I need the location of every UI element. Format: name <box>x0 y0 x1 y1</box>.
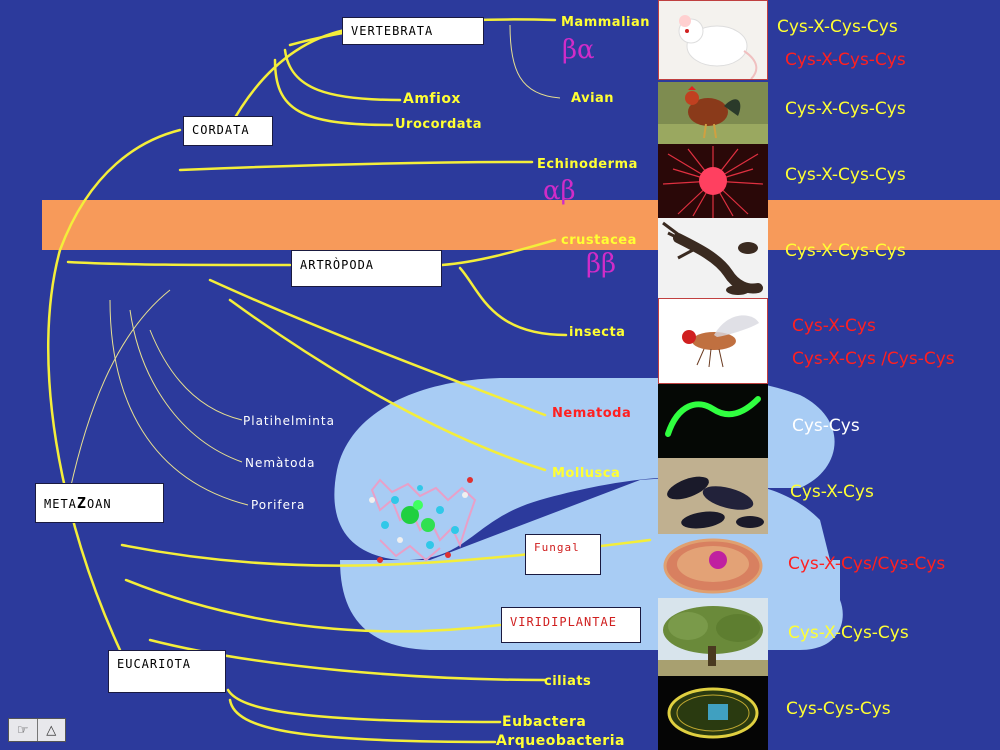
taxon-amfiox: Amfiox <box>403 91 461 107</box>
taxon-urocordata: Urocordata <box>395 117 483 132</box>
protein-molecule-image <box>369 477 477 563</box>
taxon-ciliats: ciliats <box>544 674 592 689</box>
taxon-eubactera: Eubactera <box>502 714 587 730</box>
branch-cordata <box>226 28 347 132</box>
taxon-mollusca: Mollusca <box>552 466 621 481</box>
green-nematode-photo <box>658 384 768 458</box>
motif-mollusca: Cys-X-Cys <box>790 482 874 502</box>
taxon-porifera: Porifera <box>251 498 306 512</box>
taxon-avian: Avian <box>571 91 615 106</box>
motif-insecta-2: Cys-X-Cys /Cys-Cys <box>792 349 955 369</box>
fungal-box: Fungal <box>525 534 601 575</box>
branch-echinoderma <box>178 160 534 172</box>
metazoan-label-pre: META <box>44 497 77 511</box>
motif-mammalian-2: Cys-X-Cys-Cys <box>785 50 906 70</box>
motif-viridiplantae: Cys-X-Cys-Cys <box>788 623 909 643</box>
motif-insecta-1: Cys-X-Cys <box>792 316 876 336</box>
branch-thin-platihelminta <box>149 329 243 421</box>
branch-amfiox <box>283 48 402 102</box>
mussels-photo <box>658 458 768 534</box>
taxon-nematoda: Nematoda <box>552 406 632 421</box>
mountain-shape-icon[interactable]: △ <box>46 722 57 738</box>
motif-fungal: Cys-X-Cys/Cys-Cys <box>788 554 946 574</box>
branch-urocordata <box>273 58 394 127</box>
metazoan-box: METAZOAN <box>35 483 164 523</box>
branch-thin-metazoan <box>69 289 171 491</box>
sea-urchin-photo <box>658 144 768 218</box>
branch-arqueobacteria <box>228 698 497 744</box>
taxon-arqueobacteria: Arqueobacteria <box>496 733 625 749</box>
taxon-platihelminta: Platihelminta <box>243 414 335 428</box>
motif-avian: Cys-X-Cys-Cys <box>785 99 906 119</box>
taxon-mammalian: Mammalian <box>561 15 651 30</box>
slide-nav-control[interactable]: ☞ △ <box>8 718 66 742</box>
branch-insecta <box>458 266 568 337</box>
fungal-cell-photo <box>658 534 768 598</box>
greek-echinoderma: αβ <box>543 176 576 206</box>
branch-eubactera <box>226 688 502 724</box>
eucariota-box: EUCARIOTA <box>108 650 226 693</box>
hand-pointer-icon[interactable]: ☞ <box>9 719 38 741</box>
motif-ciliats: Cys-Cys-Cys <box>786 699 891 719</box>
greek-mammalian: βα <box>562 35 595 65</box>
orange-band <box>42 200 1000 250</box>
greek-crustacea: ββ <box>586 249 617 279</box>
motif-crustacea: Cys-X-Cys-Cys <box>785 241 906 261</box>
vertebrata-box: VERTEBRATA <box>342 17 484 45</box>
branch-crustacea <box>440 238 557 267</box>
branch-artropoda <box>66 260 292 267</box>
ciliate-photo <box>658 676 768 750</box>
motif-mammalian-1: Cys-X-Cys-Cys <box>777 17 898 37</box>
metazoan-label-z: Z <box>76 494 87 512</box>
branch-thin-mammal-avian <box>509 24 561 99</box>
white-mouse-photo <box>658 0 768 80</box>
taxon-nematoda-small: Nemàtoda <box>245 456 316 470</box>
motif-echinoderma: Cys-X-Cys-Cys <box>785 165 906 185</box>
rooster-photo <box>658 82 768 144</box>
branch-viridiplantae <box>124 578 502 633</box>
taxon-insecta: insecta <box>569 325 626 340</box>
branch-trunk <box>47 128 182 652</box>
taxon-crustacea: crustacea <box>561 233 637 248</box>
viridiplantae-box: VIRIDIPLANTAE <box>501 607 641 643</box>
cordata-box: CORDATA <box>183 116 273 146</box>
branch-mollusca <box>228 298 547 472</box>
oak-tree-photo <box>658 598 768 676</box>
crayfish-photo <box>658 218 768 298</box>
motif-nematoda: Cys-Cys <box>792 416 860 436</box>
branch-thin-porifera <box>109 299 249 506</box>
taxon-echinoderma: Echinoderma <box>537 157 638 172</box>
metazoan-label-post: OAN <box>86 497 112 511</box>
fruit-fly-photo <box>658 298 768 384</box>
artropoda-box: ARTRÒPODA <box>291 250 442 287</box>
branch-thin-nematoda-small <box>129 309 243 463</box>
branch-nematoda <box>208 278 547 417</box>
